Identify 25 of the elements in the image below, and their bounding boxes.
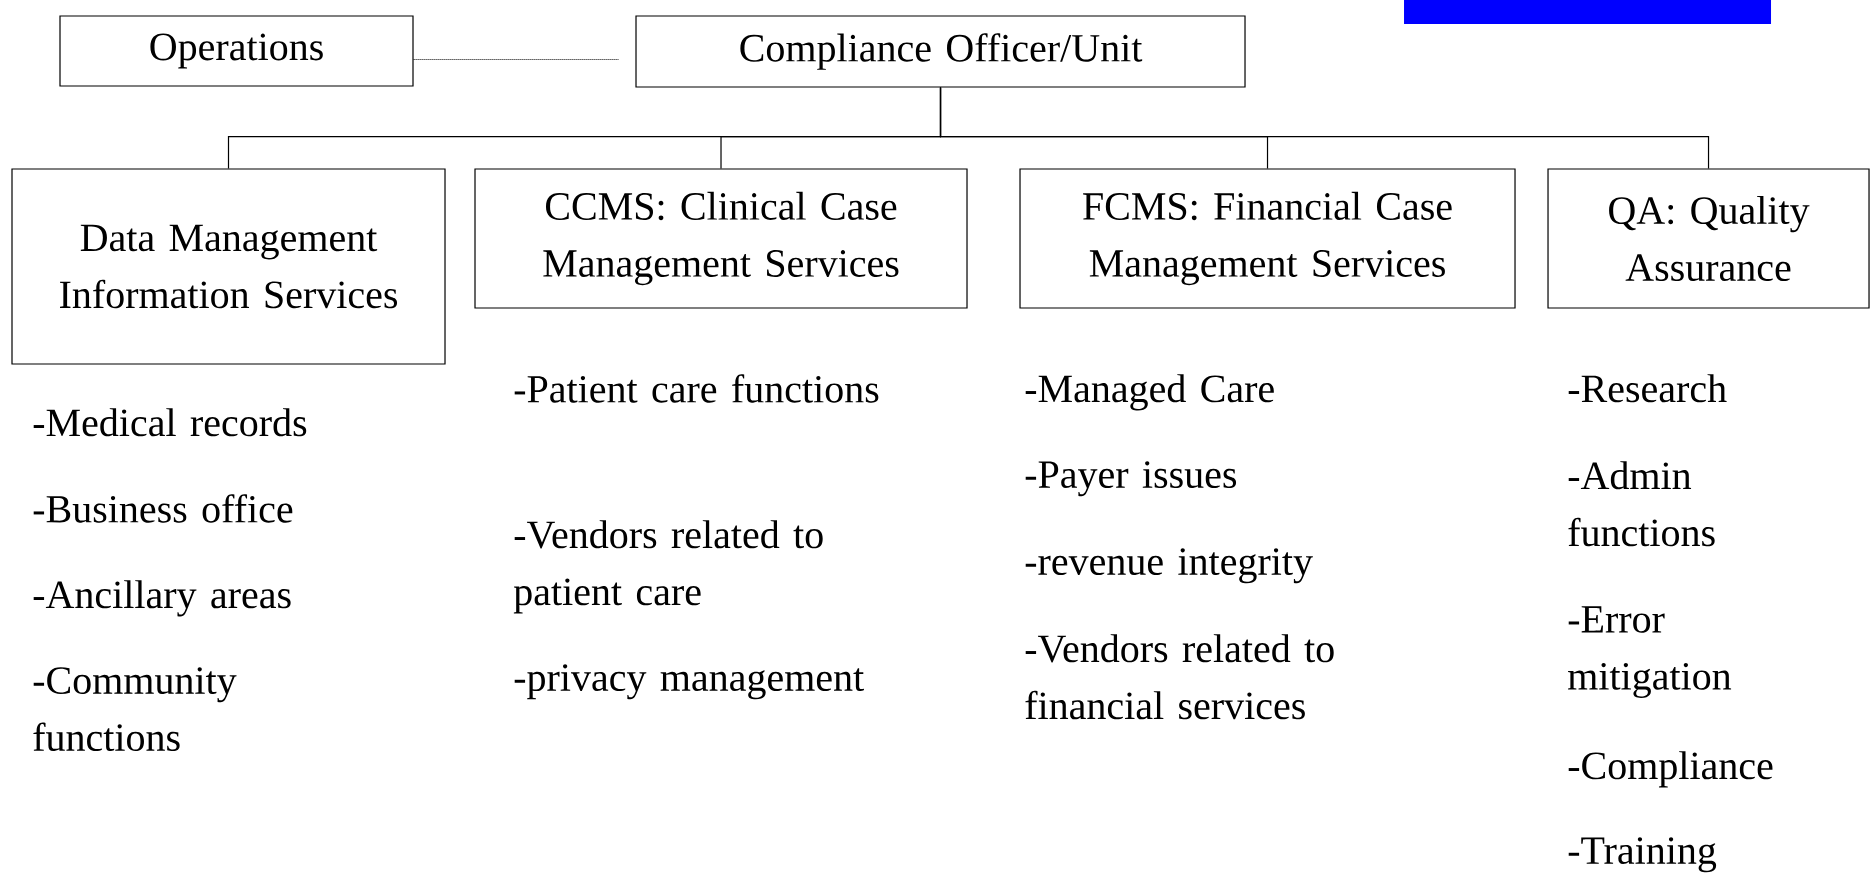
list-item: -Business office <box>33 494 293 523</box>
list-item: -Admin functions <box>1568 461 1715 547</box>
list-item: -Vendors related to financial services <box>1025 634 1334 720</box>
list-item: -Error mitigation <box>1568 606 1732 699</box>
org-box: Operations <box>59 15 414 87</box>
org-box: QA: Quality Assurance <box>1547 168 1870 309</box>
org-box: Compliance Officer/Unit <box>635 15 1246 88</box>
list-item: -privacy management <box>514 664 864 700</box>
list-item: -Payer issues <box>1025 461 1237 497</box>
list-item: -Compliance <box>1568 751 1773 788</box>
list-item: -Vendors related to patient care <box>513 520 823 614</box>
banner <box>1404 0 1771 24</box>
list-item: -Medical records <box>33 408 307 437</box>
list-item: -Community functions <box>33 667 237 752</box>
org-box: CCMS: Clinical Case Management Services <box>474 168 968 309</box>
org-box: Data Management Information Services <box>11 168 446 365</box>
list-item: -revenue integrity <box>1025 548 1313 584</box>
list-item: -Patient care functions <box>514 374 879 403</box>
list-item: -Ancillary areas <box>33 580 291 617</box>
list-item: -Managed Care <box>1025 374 1274 411</box>
connector-line <box>939 87 1710 169</box>
org-box: FCMS: Financial Case Management Services <box>1019 168 1516 309</box>
list-item: -Research <box>1568 374 1727 403</box>
dotted-connector <box>413 59 619 60</box>
list-item: -Training <box>1568 837 1717 873</box>
